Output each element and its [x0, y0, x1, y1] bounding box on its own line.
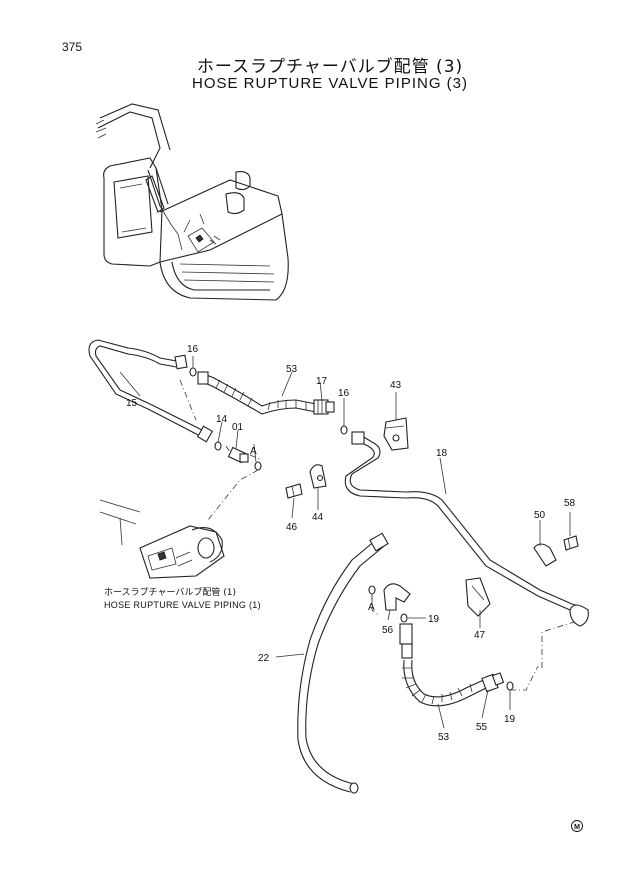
callout-19-b: 19: [504, 714, 516, 725]
page-title-en: HOSE RUPTURE VALVE PIPING (3): [192, 75, 468, 92]
pipe-15-lower-fitting: [196, 425, 214, 443]
hose-53-left-fitting: [197, 371, 209, 385]
callout-01: 01: [232, 422, 244, 433]
pipe-18-right-fitting: [569, 604, 589, 627]
elbow-56: [383, 583, 411, 611]
reference-label-en: HOSE RUPTURE VALVE PIPING (1): [104, 600, 261, 610]
callout-46: 46: [286, 522, 298, 533]
page-number: 375: [62, 40, 83, 54]
pipe-15-end-fitting: [174, 354, 188, 370]
callout-43: 43: [390, 380, 402, 391]
mark-letter: M: [574, 824, 580, 831]
callout-56: 56: [382, 625, 394, 636]
pipe-18-left-fitting: [351, 431, 365, 445]
callout-a-2: A: [368, 602, 375, 613]
adapter-17: [313, 399, 335, 415]
clamp-50: [533, 543, 557, 567]
pipe-15: [88, 339, 214, 443]
bracket-43: [383, 417, 409, 451]
callout-14: 14: [216, 414, 228, 425]
connector-01: [227, 446, 249, 464]
callout-16-b: 16: [338, 388, 350, 399]
hose-53-lower-top-fitting: [399, 623, 413, 645]
callout-a-1: A: [250, 446, 257, 457]
adapter-55: [481, 672, 505, 693]
callout-17: 17: [316, 376, 328, 387]
hose-53-lower: [399, 623, 491, 707]
bolt-46: [285, 483, 303, 499]
bracket-47: [465, 577, 491, 617]
o-ring-a2: [368, 585, 376, 595]
o-ring-a1: [254, 461, 262, 471]
hose-53-upper: [197, 371, 317, 415]
callout-58: 58: [564, 498, 576, 509]
reference-label-jp: ホースラプチャーバルブ配管 (1): [104, 588, 236, 598]
bolt-58: [563, 535, 579, 551]
callout-19: 19: [428, 614, 440, 625]
circled-m-mark: M: [571, 820, 583, 832]
pipe-22-top-fitting: [369, 532, 389, 552]
callout-53-b: 53: [438, 732, 450, 743]
clamp-44: [309, 464, 327, 489]
o-ring-14: [214, 441, 222, 451]
callouts: 15 16 53 17 16 43 14 01 A 18 46 44 50 58…: [126, 344, 576, 743]
o-ring-16: [189, 367, 197, 377]
o-ring-19-b: [506, 681, 514, 691]
leader-lines: [119, 356, 571, 729]
callout-55: 55: [476, 722, 488, 733]
callout-53: 53: [286, 364, 298, 375]
callout-22: 22: [258, 653, 270, 664]
callout-44: 44: [312, 512, 324, 523]
callout-47: 47: [474, 630, 486, 641]
callout-50: 50: [534, 510, 546, 521]
pipe-22-bottom-end: [349, 782, 359, 794]
o-ring-16-b: [340, 425, 348, 435]
excavator-overview-illustration: [95, 103, 289, 301]
pipe-18: [344, 431, 589, 627]
pipe-22: [297, 532, 389, 794]
callout-15: 15: [126, 398, 138, 409]
callout-16: 16: [187, 344, 199, 355]
callout-18: 18: [436, 448, 448, 459]
o-ring-19-a: [400, 613, 408, 623]
page-title-jp: ホースラプチャーバルブ配管 (3): [196, 57, 464, 77]
reference-piping-illustration: [99, 499, 225, 579]
